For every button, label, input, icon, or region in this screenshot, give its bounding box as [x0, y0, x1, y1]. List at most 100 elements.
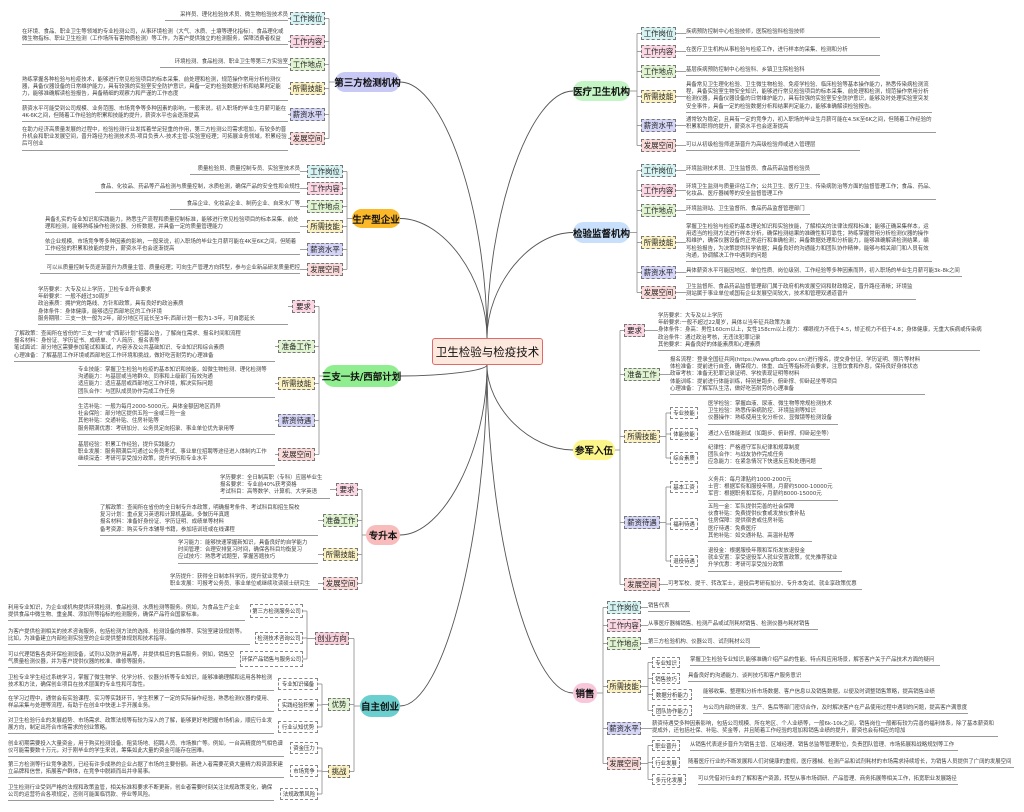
category-label[interactable]: 工作地点	[641, 65, 676, 78]
category-label[interactable]: 要求	[624, 324, 645, 337]
branch-node[interactable]: 参军入伍	[573, 440, 615, 460]
category-label[interactable]: 工作地点	[641, 204, 676, 217]
subcategory-label[interactable]: 行业认知优势	[278, 721, 318, 733]
subcategory-label[interactable]: 专业技能	[670, 407, 698, 419]
detail-text: 卫生监督所、食品药品监督管理部门属于政府机构发展空间和财政稳定，晋升路径清晰；环…	[686, 284, 916, 301]
category-label[interactable]: 优势	[328, 698, 350, 711]
category-label[interactable]: 要求	[292, 300, 315, 313]
subcategory-label[interactable]: 基本工资	[670, 481, 698, 493]
category-label[interactable]: 薪资水平	[607, 722, 641, 735]
subcategory-label[interactable]: 实践经验积累	[278, 699, 318, 711]
category-label[interactable]: 所需技能	[307, 220, 343, 233]
category-label[interactable]: 所需技能	[323, 548, 358, 561]
category-label[interactable]: 薪资水平	[641, 266, 676, 279]
category-label[interactable]: 工作内容	[641, 184, 676, 197]
category-label[interactable]: 所需技能	[641, 90, 676, 103]
detail-line: 基层经验：积累工作经验，提升实践能力	[78, 442, 176, 448]
detail-line: 义务兵：每月津贴约1000-2000元	[708, 477, 792, 483]
subcategory-label[interactable]: 市场竞争	[290, 765, 318, 777]
detail-text: 掌握卫生检验专业知识,能够准确介绍产品的性能、特点和应用场景，解答客户关于产品技…	[690, 657, 940, 667]
category-label[interactable]: 准备工作	[278, 340, 315, 353]
subcategory-label[interactable]: 销售技巧	[652, 673, 680, 684]
category-label[interactable]: 发展空间	[323, 577, 358, 590]
category-label[interactable]: 工作岗位	[307, 165, 343, 178]
category-label[interactable]: 创业方向	[315, 632, 349, 645]
category-label[interactable]: 所需技能	[278, 377, 315, 390]
detail-line: 应急能力：在紧急情况下快速反应和处理问题	[708, 459, 816, 466]
detail-line: 能够收集、整理和分析市场数据、客户信息以及销售数据，以便及时调整销售策略，提高销…	[703, 689, 935, 695]
category-label[interactable]: 工作岗位	[641, 27, 676, 40]
branch-node[interactable]: 第三方检测机构	[334, 72, 401, 92]
central-topic[interactable]: 卫生检验与检疫技术	[432, 338, 543, 365]
subcategory-label[interactable]: 综合素质	[670, 452, 698, 464]
category-label[interactable]: 工作内容	[290, 35, 325, 48]
category-label[interactable]: 薪资待遇	[278, 414, 315, 427]
category-label[interactable]: 发展空间	[607, 757, 641, 770]
category-label[interactable]: 薪资水平	[641, 119, 676, 132]
category-label[interactable]: 工作岗位	[641, 164, 676, 177]
category-label[interactable]: 工作内容	[607, 619, 641, 632]
subcategory-label[interactable]: 第三方检测服务公司	[250, 604, 303, 618]
category-label[interactable]: 薪资水平	[290, 108, 325, 121]
category-label[interactable]: 准备工作	[323, 514, 358, 527]
detail-line: 环境监测站、卫生监督所、食品药品监督管理部门	[686, 206, 805, 212]
subcategory-label[interactable]: 检测技术咨询公司	[255, 632, 303, 644]
category-label[interactable]: 工作地点	[290, 58, 325, 71]
detail-text: 了解政策：查阅所在省份的全日制专升本政策，明确报考条件、考试科目和招生院校复习计…	[100, 505, 318, 536]
category-label[interactable]: 所需技能	[607, 680, 641, 693]
subcategory-label[interactable]: 专业知识	[652, 657, 680, 668]
branch-node[interactable]: 销售	[573, 683, 597, 703]
detail-text: 第三方检验机构、仪器公司、试剂耗材公司	[648, 639, 760, 649]
category-label[interactable]: 工作内容	[307, 182, 343, 195]
category-label[interactable]: 发展空间	[290, 132, 325, 145]
subcategory-label[interactable]: 环保产品销售与服务公司	[240, 651, 303, 667]
branch-node[interactable]: 生产型企业	[352, 209, 400, 228]
detail-text: 基层疾病预防控制中心检验科、乡镇卫生院检验科	[686, 67, 880, 77]
branch-node[interactable]: 专升本	[366, 525, 400, 545]
category-label[interactable]: 薪资待遇	[624, 516, 660, 529]
branch-node[interactable]: 三支一扶/西部计划	[322, 365, 401, 387]
category-label[interactable]: 工作岗位	[607, 601, 641, 614]
subcategory-label[interactable]: 行业发展	[652, 757, 680, 768]
detail-text: 可以代理销售各类环保检测设备，试剂以及防护用品等，并提供相应的售后服务。例如，销…	[8, 652, 236, 669]
detail-line: 士官：根据军衔和服役年限，月薪约5000-10000元	[708, 484, 833, 491]
detail-text: 掌握卫生检验与检疫的基本理论知识和实验技能，了解相关的法律法规和标准；能够正确采…	[686, 224, 932, 263]
category-label[interactable]: 所需技能	[641, 236, 676, 249]
detail-text: 具备良好的沟通能力、谈判技巧和客户服务意识	[688, 673, 810, 683]
category-label[interactable]: 工作地点	[307, 200, 343, 213]
category-label[interactable]: 要求	[336, 483, 358, 496]
detail-line: 为客户提供检测相关的技术咨询服务，包括检测方法的选择、检测设备的推荐、实验室建设…	[8, 629, 246, 643]
category-label[interactable]: 薪资水平	[307, 243, 343, 256]
detail-line: 在助力经济高质量发展的过程中，检验检测行业发挥着举足轻重的作用，第三方检测公司需…	[22, 127, 287, 148]
branch-node[interactable]: 检验监督机构	[573, 222, 630, 243]
branch-node[interactable]: 医疗卫生机构	[573, 81, 630, 101]
category-label[interactable]: 工作内容	[641, 45, 676, 58]
category-label[interactable]: 准备工作	[624, 368, 660, 381]
subcategory-label[interactable]: 数据分析能力	[652, 689, 692, 700]
subcategory-label[interactable]: 职业晋升	[652, 740, 680, 751]
category-label[interactable]: 工作岗位	[290, 12, 325, 25]
subcategory-label[interactable]: 多元化发展	[652, 774, 686, 785]
category-label[interactable]: 发展空间	[624, 578, 660, 591]
category-label[interactable]: 所需技能	[290, 82, 325, 95]
category-label[interactable]: 发展空间	[307, 263, 343, 276]
subcategory-label[interactable]: 法规政策风险	[280, 788, 318, 800]
subcategory-label[interactable]: 福利待遇	[670, 518, 698, 530]
detail-text: 通过入伍体能测试（如跑步、俯卧撑、仰卧起坐等）	[708, 431, 832, 441]
category-label[interactable]: 挑战	[328, 765, 350, 778]
branch-node[interactable]: 自主创业	[360, 695, 400, 717]
detail-line: 掌握卫生检验与检疫的基本理论知识和实验技能，了解相关的法律法规和标准；能够正确采…	[686, 224, 929, 259]
subcategory-label[interactable]: 团队协作能力	[652, 705, 692, 716]
detail-line: 卫生监督所、食品药品监督管理部门属于政府机构发展空间和财政稳定，晋升路径清晰；环…	[686, 284, 913, 298]
subcategory-label[interactable]: 退役待遇	[670, 555, 698, 567]
subcategory-label[interactable]: 专业知识储备	[278, 678, 318, 690]
category-label[interactable]: 发展空间	[641, 139, 676, 152]
category-label[interactable]: 发展空间	[278, 448, 315, 461]
detail-line: 体能训练：提前进行体能训练，特别是跑步、俯卧撑、仰卧起坐等项目	[670, 378, 838, 385]
category-label[interactable]: 发展空间	[641, 286, 676, 299]
category-label[interactable]: 所需技能	[624, 430, 660, 443]
subcategory-label[interactable]: 资金压力	[290, 742, 318, 754]
subcategory-label[interactable]: 体能技能	[670, 428, 698, 440]
category-label[interactable]: 工作地点	[607, 637, 641, 650]
detail-text: 为客户提供检测相关的技术咨询服务，包括检测方法的选择、检测设备的推荐、实验室建设…	[8, 629, 250, 646]
